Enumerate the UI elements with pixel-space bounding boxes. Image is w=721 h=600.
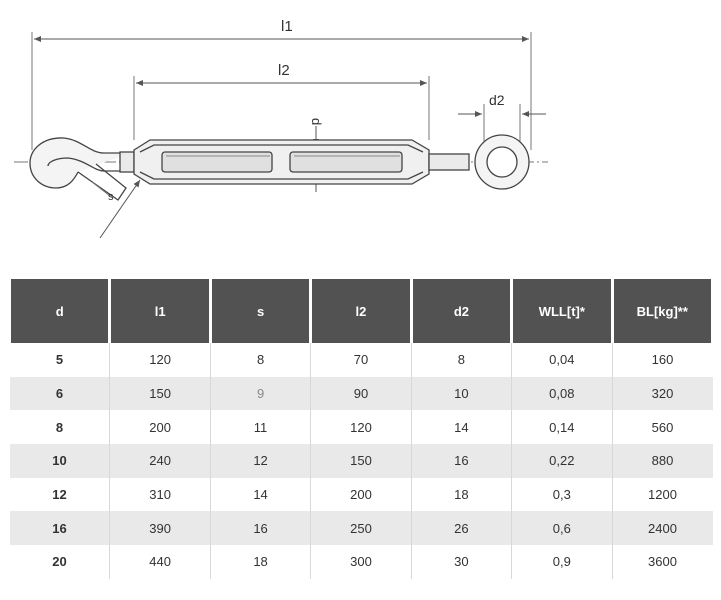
cell-wll: 0,04	[511, 343, 613, 377]
cell-s: 18	[209, 545, 312, 579]
cell-l2: 150	[310, 444, 412, 478]
header-l2: l2	[309, 279, 413, 343]
cell-d2: 26	[410, 511, 513, 546]
label-s: s	[108, 191, 114, 203]
cell-s: 12	[209, 444, 312, 478]
header-row: d l1 s l2 d2 WLL[t]* BL[kg]**	[7, 279, 715, 343]
cell-d: 10	[9, 444, 111, 478]
cell-d2: 16	[410, 444, 513, 478]
label-d: d	[309, 118, 324, 125]
header-wll: WLL[t]*	[510, 279, 614, 343]
header-bl: BL[kg]**	[610, 279, 715, 343]
cell-wll: 0,9	[511, 545, 613, 579]
cell-s: 9	[209, 376, 312, 411]
cell-d: 6	[9, 376, 111, 411]
cell-bl: 320	[611, 376, 713, 411]
hook-end	[29, 137, 135, 201]
cell-d2: 10	[410, 376, 513, 411]
cell-wll: 0,22	[511, 444, 613, 478]
cell-l1: 150	[109, 376, 211, 411]
cell-l1: 390	[109, 511, 211, 546]
cell-s: 11	[209, 410, 312, 445]
cell-wll: 0,3	[511, 477, 613, 512]
cell-l1: 440	[109, 545, 211, 579]
label-l2: l2	[278, 62, 290, 79]
cell-bl: 3600	[611, 545, 713, 579]
cell-d: 16	[9, 511, 111, 546]
cell-d2: 8	[410, 343, 513, 377]
dimension-d2: d2	[458, 92, 546, 148]
table-row: 12 310 14 200 18 0,3 1200	[9, 477, 713, 512]
cell-bl: 880	[611, 444, 713, 478]
label-d2: d2	[489, 92, 505, 108]
header-l1: l1	[108, 279, 212, 343]
cell-l2: 90	[310, 376, 412, 411]
cell-d: 8	[9, 410, 111, 445]
table-row: 16 390 16 250 26 0,6 2400	[9, 511, 713, 546]
cell-s: 8	[209, 343, 312, 377]
cell-bl: 160	[611, 343, 713, 377]
cell-l2: 200	[310, 477, 412, 512]
cell-l2: 250	[310, 511, 412, 546]
cell-l2: 120	[310, 410, 412, 445]
cell-wll: 0,08	[511, 376, 613, 411]
table-row: 20 440 18 300 30 0,9 3600	[9, 545, 713, 579]
cell-d: 5	[9, 343, 111, 377]
dimension-l1: l1	[31, 18, 532, 150]
turnbuckle-body	[133, 139, 430, 185]
table-row: 6 150 9 90 10 0,08 320	[9, 376, 713, 411]
cell-l1: 310	[109, 477, 211, 512]
cell-d2: 30	[410, 545, 513, 579]
cell-l1: 120	[109, 343, 211, 377]
cell-bl: 1200	[611, 477, 713, 512]
eye-end	[428, 134, 530, 190]
cell-l2: 70	[310, 343, 412, 377]
cell-bl: 2400	[611, 511, 713, 546]
header-s: s	[208, 279, 313, 343]
dimension-l2: l2	[133, 62, 430, 140]
cell-l2: 300	[310, 545, 412, 579]
cell-d2: 18	[410, 477, 513, 512]
cell-s: 14	[209, 477, 312, 512]
spec-table: d l1 s l2 d2 WLL[t]* BL[kg]** 5 120 8 70…	[7, 279, 715, 579]
cell-d: 20	[9, 545, 111, 579]
cell-wll: 0,14	[511, 410, 613, 445]
table-row: 10 240 12 150 16 0,22 880	[9, 444, 713, 478]
cell-l1: 200	[109, 410, 211, 445]
cell-d2: 14	[410, 410, 513, 445]
cell-bl: 560	[611, 410, 713, 445]
cell-s: 16	[209, 511, 312, 546]
turnbuckle-drawing: l1 l2 d2 d s	[14, 18, 548, 239]
table-row: 8 200 11 120 14 0,14 560	[9, 410, 713, 445]
cell-wll: 0,6	[511, 511, 613, 546]
label-l1: l1	[281, 18, 293, 35]
header-d2: d2	[409, 279, 514, 343]
table-row: 5 120 8 70 8 0,04 160	[9, 343, 713, 377]
dimension-s: s	[91, 179, 141, 239]
header-d: d	[7, 279, 112, 343]
cell-d: 12	[9, 477, 111, 512]
cell-l1: 240	[109, 444, 211, 478]
